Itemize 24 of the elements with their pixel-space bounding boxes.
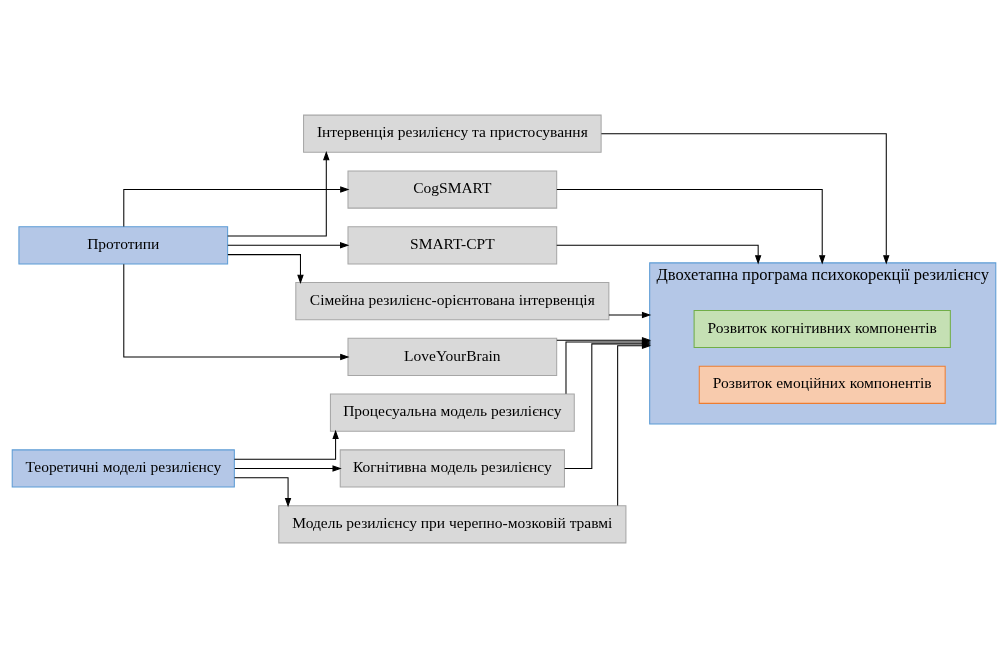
arrow: [227, 241, 350, 249]
node-box: Процесуальна модель резилієнсу: [329, 393, 575, 432]
arrow: [123, 185, 350, 227]
arrow: [556, 188, 826, 264]
node-box: LoveYourBrain: [347, 337, 558, 376]
node-box: Когнітивна модель резилієнсу: [339, 448, 565, 488]
arrow: [556, 244, 762, 264]
node-box: Модель резилієнсу при черепно-мозковій травмі: [278, 504, 627, 543]
node-box: Розвиток емоційних компонентів: [698, 365, 946, 404]
arrow: [123, 263, 350, 360]
arrow: [233, 429, 339, 460]
arrow: [234, 464, 342, 472]
node-box: SMART-CPT: [347, 225, 558, 264]
arrow: [600, 132, 890, 264]
node-box: Інтервенція резилієнсу та пристосування: [303, 114, 602, 153]
node-box: Сімейна резилієнс-орієнтована інтервенція: [295, 281, 610, 320]
arrow: [227, 253, 304, 284]
node-box: Прототипи: [18, 225, 229, 264]
node-box: CogSMART: [347, 169, 558, 209]
arrow: [227, 150, 330, 237]
arrow: [608, 311, 652, 318]
arrow: [234, 476, 292, 507]
node-box: Теоретичні моделі резилієнсу: [11, 448, 235, 488]
node-box: Розвиток когнітивних компонентів: [693, 309, 951, 348]
